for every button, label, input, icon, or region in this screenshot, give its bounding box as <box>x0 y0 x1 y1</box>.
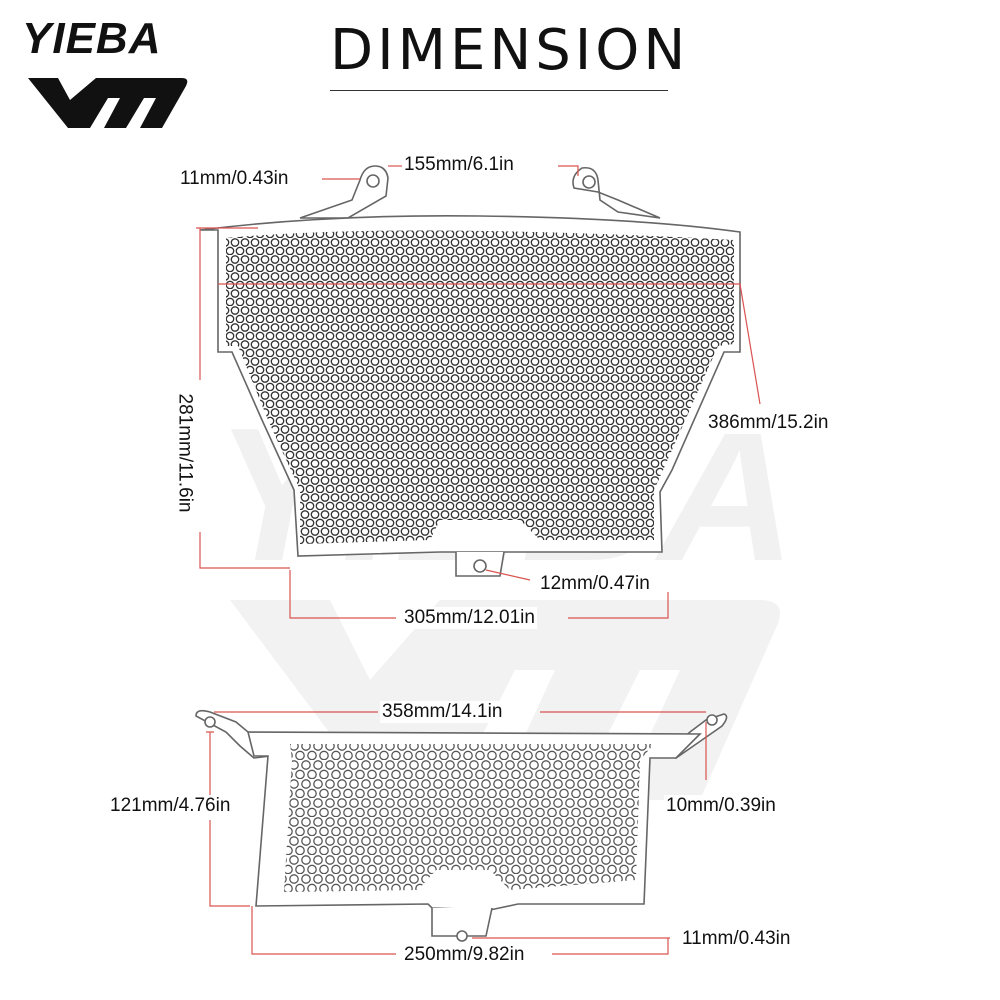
page-title: DIMENSION <box>330 18 690 83</box>
top-tab-spacing-label: 155mm/6.1in <box>402 154 516 176</box>
bottom-side-hole-label: 10mm/0.39in <box>664 795 778 817</box>
brand-logo: YIEBA <box>22 14 197 134</box>
top-dimension-lines <box>196 165 761 619</box>
bottom-guard-mesh <box>284 744 654 892</box>
top-height-label: 281mm/11.6in <box>173 391 196 515</box>
top-guard-mesh <box>226 230 734 544</box>
ym-logo-mark-icon <box>28 78 188 128</box>
top-bottom-hole-label: 12mm/0.47in <box>538 573 652 595</box>
top-bottom-width-label: 305mm/12.01in <box>402 607 537 629</box>
logo-text: YIEBA <box>22 14 162 63</box>
bottom-tab-span-label: 358mm/14.1in <box>380 701 505 723</box>
bottom-bottom-hole-label: 11mm/0.43in <box>680 928 793 950</box>
bottom-bottom-width-label: 250mm/9.82in <box>402 944 527 966</box>
bottom-dimension-lines <box>206 711 707 955</box>
top-diagonal-label: 386mm/15.2in <box>706 412 831 434</box>
title-underline <box>330 90 668 91</box>
top-tab-hole-label: 11mm/0.43in <box>178 168 291 190</box>
bottom-height-label: 121mm/4.76in <box>108 795 233 817</box>
